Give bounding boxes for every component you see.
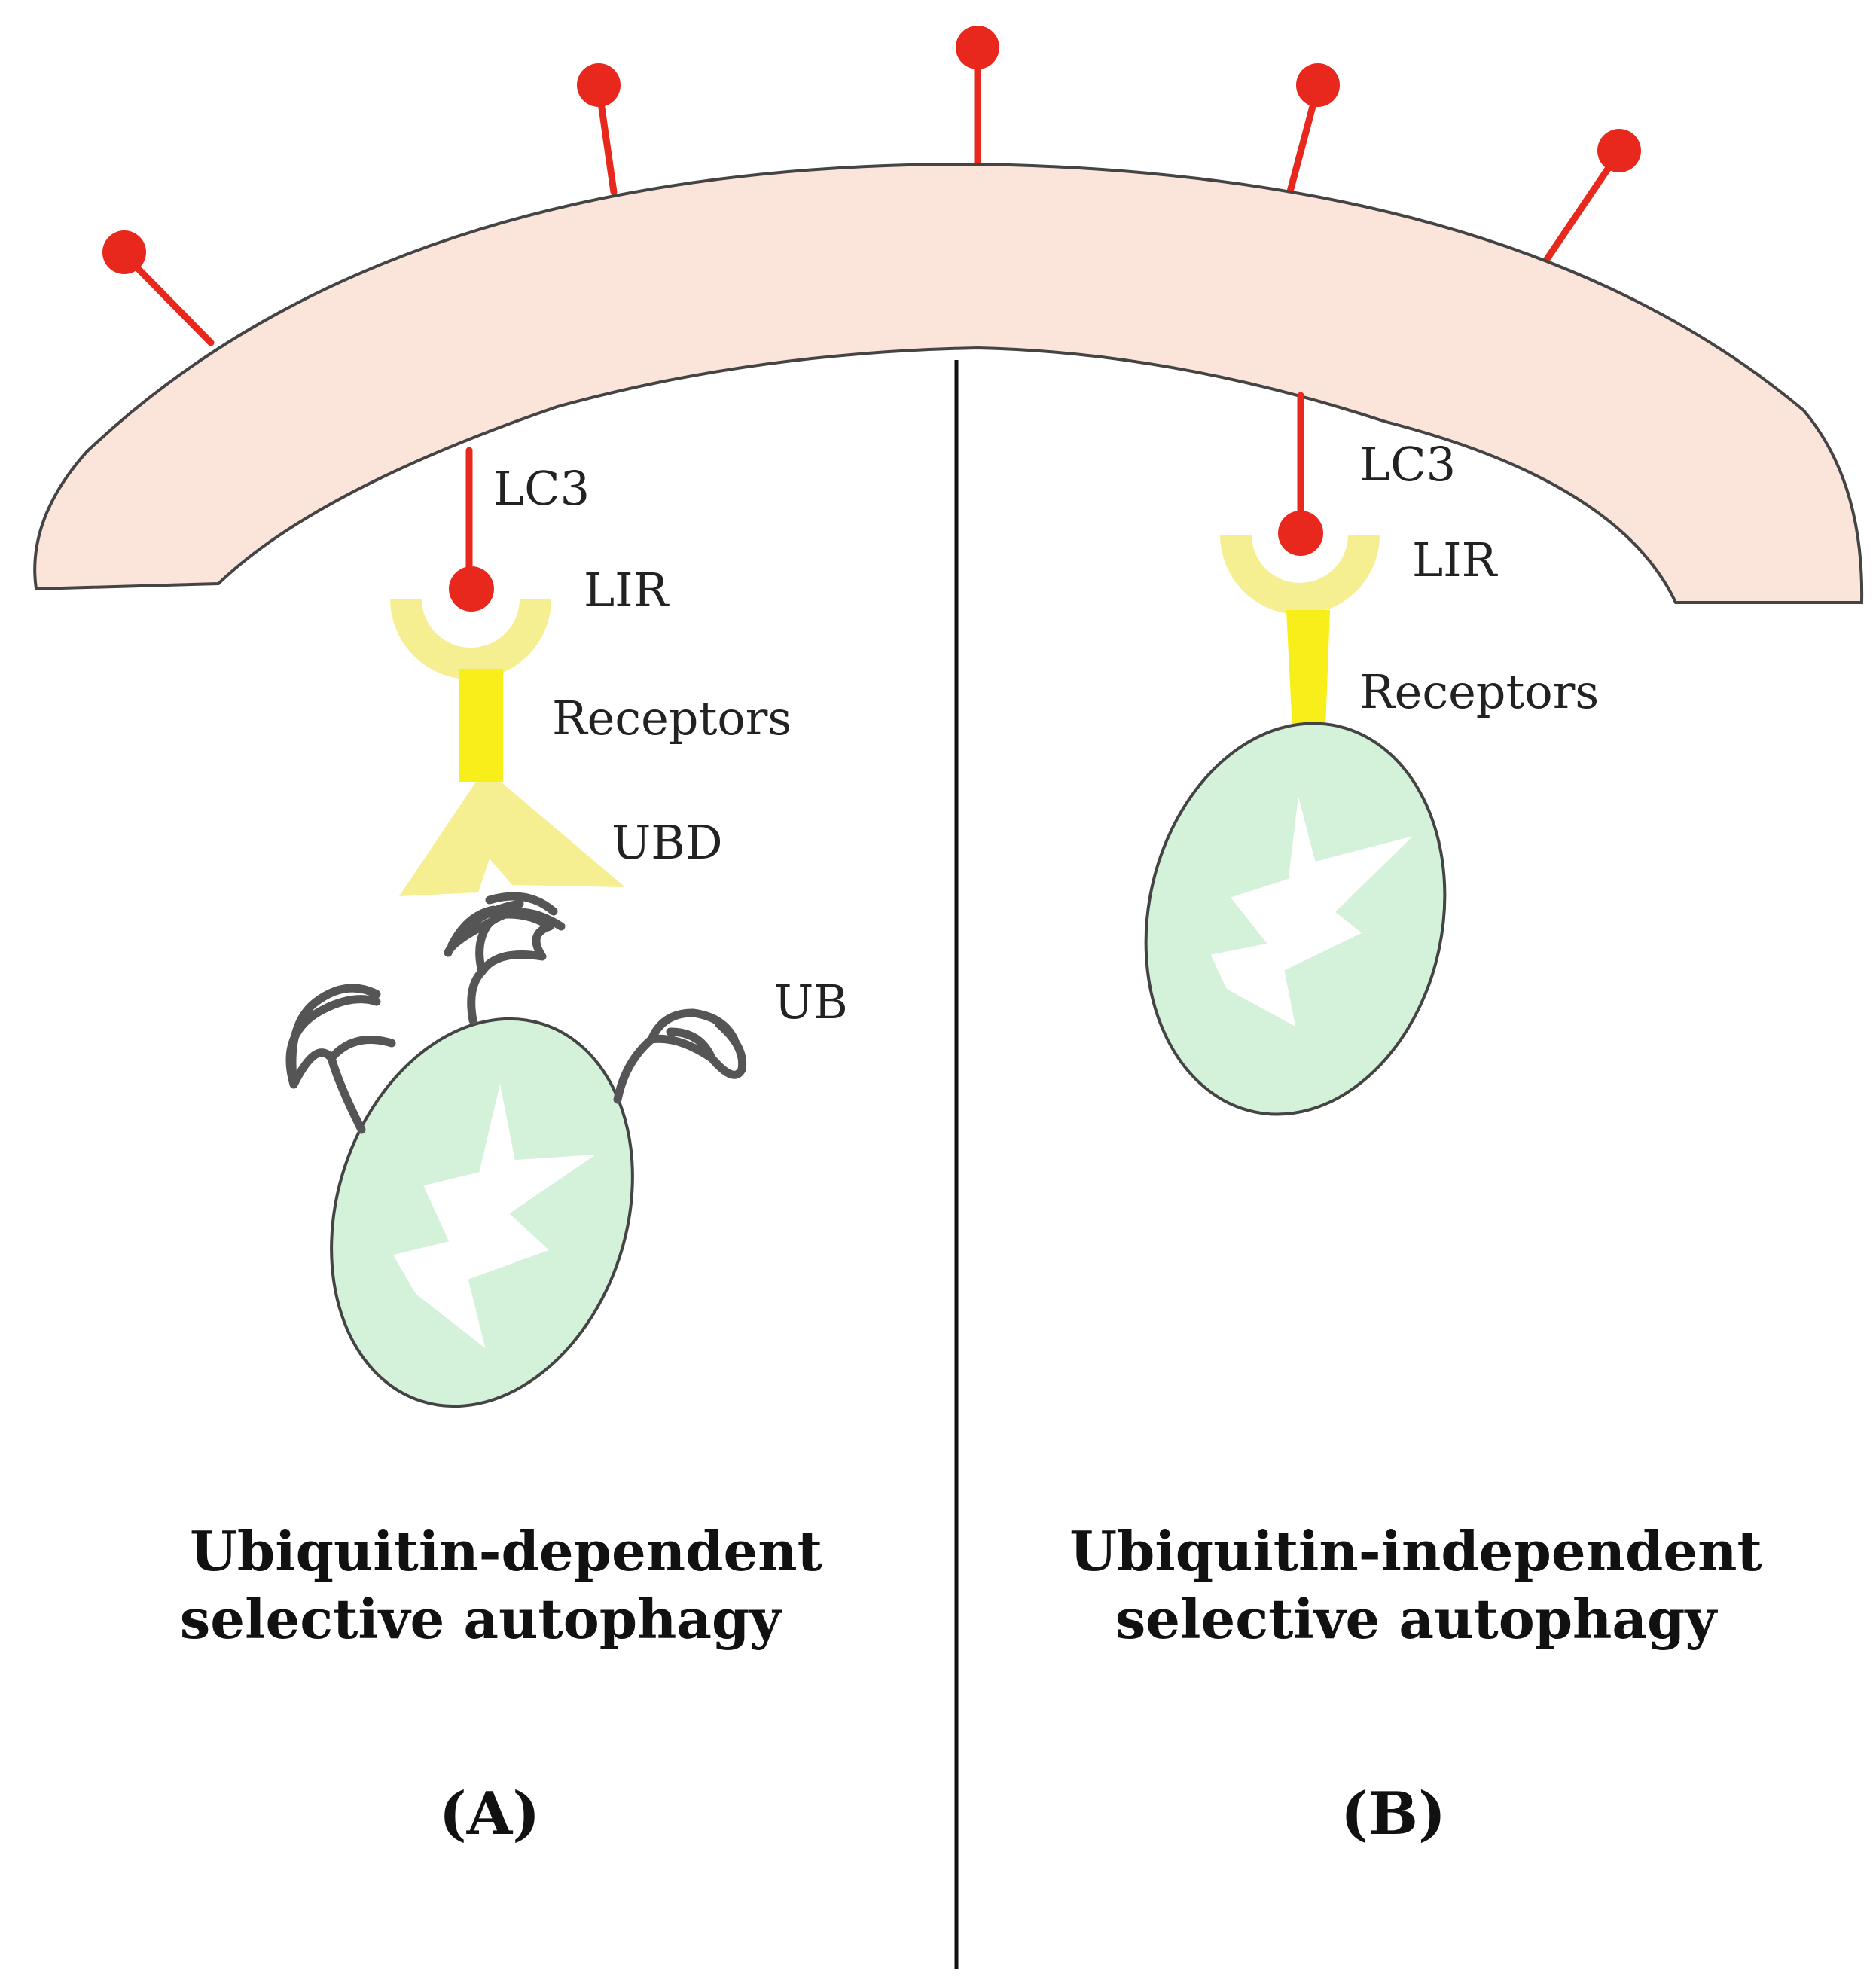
ubd-a-label: UBD (612, 815, 723, 870)
surface-lc3-4 (1286, 63, 1340, 198)
caption-b-line2: selective autophagy (1115, 1587, 1719, 1651)
receptors-a-label: Receptors (552, 691, 792, 746)
caption-a-line2: selective autophagy (180, 1587, 783, 1651)
cargo-a (330, 1017, 634, 1408)
surface-lc3-2 (577, 63, 621, 196)
lc3-b-label: LC3 (1359, 437, 1456, 492)
lir-b-label: LIR (1412, 532, 1499, 587)
panel-b: LC3 LIR Receptors Ubiquitin-independent … (1069, 392, 1762, 1848)
panel-b-label: (B) (1341, 1780, 1446, 1848)
cargo-b-inclusion (1210, 796, 1414, 1027)
cargo-b (1144, 722, 1447, 1116)
receptor-a-stem (459, 669, 503, 782)
surface-lc3-group (102, 26, 1641, 346)
ub-chain-left (285, 984, 396, 1134)
surface-lc3-1 (102, 230, 215, 346)
panel-a-label: (A) (439, 1780, 540, 1848)
receptor-b-stem (1286, 610, 1330, 729)
ubiquitin-chains-a (285, 892, 747, 1134)
lir-a-label: LIR (584, 563, 670, 618)
ub-chain-right (613, 1008, 747, 1104)
lir-a-cup (390, 599, 551, 679)
ubd-a (399, 782, 625, 896)
surface-lc3-3 (956, 26, 999, 169)
cargo-a-inclusion (392, 1084, 596, 1349)
panel-a: LC3 LIR Receptors UBD UB Ubiquitin-depen… (180, 447, 848, 1848)
receptors-b-label: Receptors (1359, 664, 1599, 719)
ub-chain-top-left (447, 905, 498, 950)
ub-chain-top (444, 892, 566, 1025)
surface-lc3-5 (1540, 129, 1641, 267)
caption-b-line1: Ubiquitin-independent (1069, 1519, 1762, 1583)
lc3-b-head (1278, 511, 1323, 556)
lc3-a-label: LC3 (493, 461, 590, 516)
ub-a-label: UB (774, 975, 848, 1030)
caption-a-line1: Ubiquitin-dependent (190, 1519, 822, 1583)
phagophore-membrane (33, 162, 1864, 604)
lir-b-cup (1220, 535, 1380, 615)
lc3-a-head (449, 566, 494, 612)
